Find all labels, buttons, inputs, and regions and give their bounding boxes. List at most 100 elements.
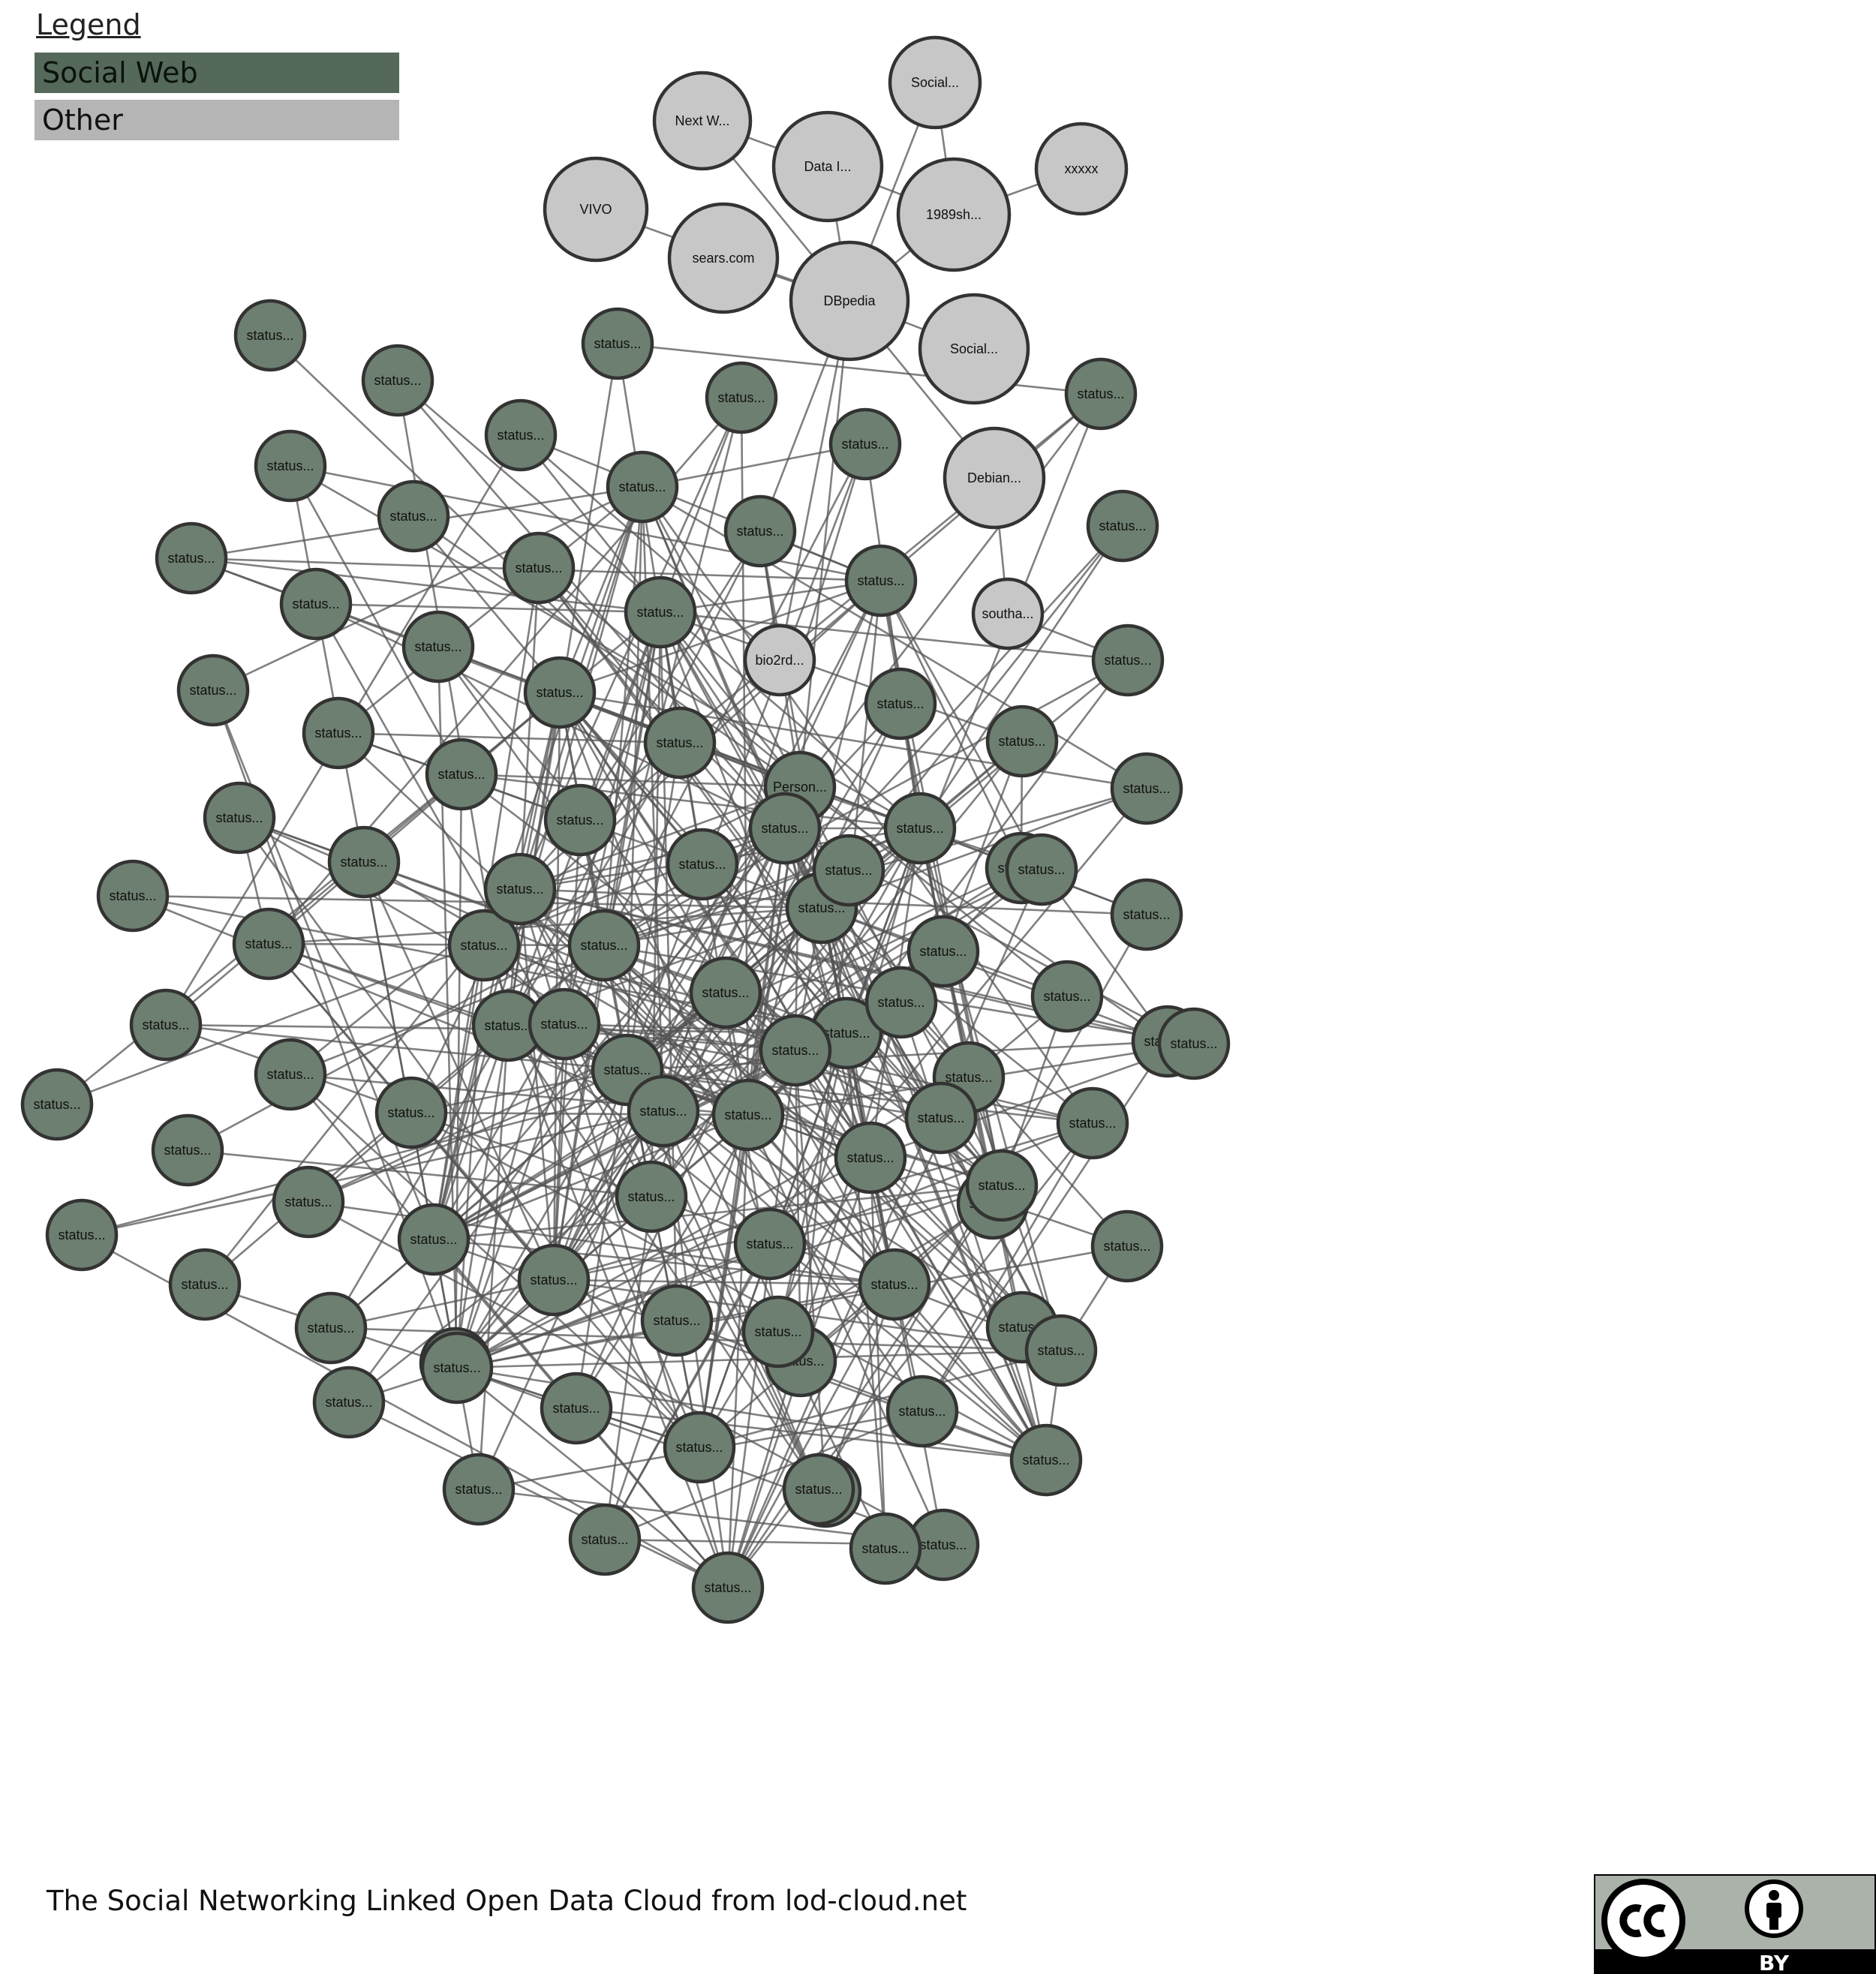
graph-node[interactable]: status... [176,653,250,727]
node-circle[interactable] [1034,122,1129,216]
graph-node[interactable]: status... [844,544,918,617]
graph-node[interactable]: status... [640,1284,714,1357]
node-circle[interactable] [606,450,679,524]
graph-node[interactable]: status... [965,1149,1039,1222]
graph-node[interactable]: Social... [918,293,1030,405]
node-circle[interactable] [743,623,816,697]
graph-node[interactable]: 1989sh... [896,157,1012,272]
node-circle[interactable] [1030,960,1104,1033]
node-circle[interactable] [232,907,305,981]
graph-node[interactable]: status... [20,1068,94,1141]
graph-node[interactable]: status... [812,834,885,907]
node-circle[interactable] [904,1081,978,1155]
graph-node[interactable]: status... [442,1453,516,1526]
node-circle[interactable] [45,1198,119,1272]
node-circle[interactable] [759,1014,832,1087]
node-circle[interactable] [568,1503,642,1576]
node-circle[interactable] [1005,833,1078,906]
graph-node[interactable]: status... [834,1121,907,1194]
node-circle[interactable] [849,1512,922,1585]
graph-node[interactable]: status... [615,1160,688,1233]
graph-node[interactable]: status... [312,1366,386,1439]
graph-node[interactable]: status... [502,531,576,605]
graph-node[interactable]: status... [733,1207,807,1281]
node-circle[interactable] [484,398,558,472]
graph-node[interactable]: status... [858,1248,931,1321]
node-circle[interactable] [834,1121,907,1194]
graph-node[interactable]: status... [705,361,778,434]
graph-node[interactable]: status... [168,1248,242,1321]
graph-node[interactable]: status... [1110,878,1183,951]
node-circle[interactable] [581,307,654,380]
graph-node[interactable]: status... [517,1243,591,1317]
graph-node[interactable]: status... [1064,357,1138,431]
graph-node[interactable]: status... [624,575,697,649]
node-circle[interactable] [858,1248,931,1321]
graph-node[interactable]: status... [543,783,617,857]
node-circle[interactable] [543,156,649,263]
node-circle[interactable] [627,1074,700,1148]
node-circle[interactable] [567,909,641,982]
node-circle[interactable] [640,1284,714,1357]
graph-node[interactable]: southa... [971,577,1045,650]
node-circle[interactable] [1110,878,1183,951]
node-circle[interactable] [155,521,228,595]
node-circle[interactable] [771,110,884,223]
node-circle[interactable] [374,1076,448,1149]
graph-node[interactable]: status... [540,1372,613,1445]
graph-node[interactable]: status... [689,956,762,1029]
graph-node[interactable]: Data I... [771,110,884,223]
graph-node[interactable]: status... [643,706,717,780]
graph-node[interactable]: sears.com [667,202,780,314]
graph-node[interactable]: status... [279,567,353,641]
node-circle[interactable] [523,656,597,729]
node-circle[interactable] [176,653,250,727]
node-circle[interactable] [302,696,375,770]
node-circle[interactable] [517,1243,591,1317]
node-circle[interactable] [1086,489,1159,563]
graph-node[interactable]: status... [1024,1314,1098,1387]
node-circle[interactable] [689,956,762,1029]
graph-node[interactable]: status... [1030,960,1104,1033]
node-circle[interactable] [666,828,739,901]
graph-node[interactable]: status... [1086,489,1159,563]
graph-node[interactable]: status... [666,828,739,901]
node-circle[interactable] [985,705,1059,778]
graph-node[interactable]: status... [883,792,957,865]
graph-node[interactable]: status... [1056,1086,1129,1160]
node-circle[interactable] [883,792,957,865]
node-circle[interactable] [943,426,1046,530]
node-circle[interactable] [397,1203,471,1276]
graph-node[interactable]: status... [523,656,597,729]
graph-node[interactable]: status... [272,1165,345,1239]
node-circle[interactable] [254,1038,327,1111]
graph-node[interactable]: status... [849,1512,922,1585]
node-circle[interactable] [377,479,450,553]
graph-node[interactable]: status... [567,909,641,982]
node-circle[interactable] [279,567,353,641]
node-circle[interactable] [828,407,902,481]
node-circle[interactable] [663,1411,736,1484]
legend-item-social-web[interactable]: Social Web [35,53,399,93]
node-circle[interactable] [691,1551,765,1624]
graph-node[interactable]: status... [233,299,307,372]
graph-node[interactable]: status... [327,825,401,899]
node-circle[interactable] [748,792,822,865]
graph-node[interactable]: status... [828,407,902,481]
graph-node[interactable]: status... [425,738,498,811]
node-circle[interactable] [1090,1209,1164,1283]
node-circle[interactable] [741,1295,815,1369]
graph-node[interactable]: status... [1005,833,1078,906]
node-circle[interactable] [624,575,697,649]
graph-node[interactable]: status... [885,1375,959,1448]
graph-node[interactable]: Next W... [652,71,753,171]
graph-node[interactable]: status... [723,494,797,568]
graph-node[interactable]: VIVO [543,156,649,263]
node-circle[interactable] [20,1068,94,1141]
graph-node[interactable]: status... [906,915,980,988]
graph-node[interactable]: status... [254,1038,327,1111]
node-circle[interactable] [361,344,434,417]
graph-node[interactable]: status... [129,988,203,1062]
node-circle[interactable] [294,1291,368,1365]
node-circle[interactable] [789,240,910,362]
